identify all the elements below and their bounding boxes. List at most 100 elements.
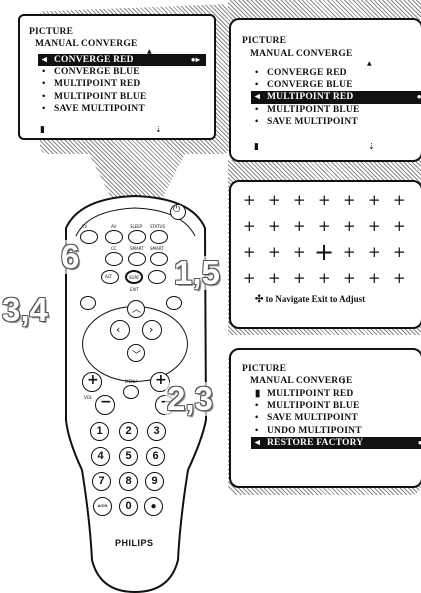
grid-cross: + [368,271,381,286]
callout-step-2-3: 2,3 [165,382,215,416]
label-vol: VOL [84,395,92,400]
alt-button[interactable]: ALT [101,270,119,284]
dpad-up-button[interactable]: ︿ [127,300,145,318]
grid-cross: + [268,193,281,208]
grid-cross: + [343,193,356,208]
clock-button[interactable] [80,296,96,310]
screen-1-item-1[interactable]: •CONVERGE BLUE [38,66,206,78]
screen-4-item-1[interactable]: •MULTIPOINT BLUE [251,400,421,412]
grid-cross: + [393,193,406,208]
plus-icon: + [87,372,99,388]
tv-button[interactable] [80,230,98,244]
number-button-9[interactable]: 9 [145,472,164,491]
surf-button[interactable]: SURF [125,270,143,284]
smart-picture-button[interactable] [150,252,168,266]
menu-select-button[interactable] [166,296,182,310]
screen-2-menu: •CONVERGE RED •CONVERGE BLUE ◂MULTIPOINT… [251,67,421,128]
power-icon: ⏻ [173,205,180,215]
menu-button[interactable] [123,385,139,399]
label-menu: MENU [125,379,137,384]
chevron-down-icon: ﹀ [132,348,141,361]
screen-1-item-3[interactable]: •MULTIPOINT BLUE [38,91,206,103]
left-arrow-icon: ◂ [255,91,260,103]
number-button-2[interactable]: 2 [119,422,138,441]
cc-button[interactable] [105,252,123,266]
label-tv: TV [82,224,87,229]
grid-cross: + [293,219,306,234]
dot-button[interactable]: ● [144,497,163,516]
sleep-button[interactable] [128,230,146,244]
grid-cross: + [393,219,406,234]
screen-2-item-4[interactable]: •SAVE MULTIPOINT [251,116,421,128]
grid-cross: + [268,219,281,234]
navigate-arrows-icon: ✣ [255,294,263,305]
left-arrow-icon: ◂ [42,54,47,66]
number-button-8[interactable]: 8 [119,472,138,491]
alternate-channel-button[interactable]: A/CH [93,497,112,516]
dot-icon: ● [150,501,156,512]
screen-4-item-0[interactable]: ▮MULTIPOINT RED [251,388,421,400]
number-button-3[interactable]: 3 [147,422,166,441]
screen-1-item-2[interactable]: •MULTIPOINT RED [38,78,206,90]
label-exit: EXIT [130,287,139,292]
dpad-right-button[interactable]: › [142,320,162,340]
grid-cross: + [293,271,306,286]
grid-cross: + [268,271,281,286]
label-smart-1: SMART [130,246,144,251]
number-button-6[interactable]: 6 [146,447,165,466]
number-button-5[interactable]: 5 [119,447,138,466]
screen-2-item-0[interactable]: •CONVERGE RED [251,67,421,79]
screen-1-menu: ◂CONVERGE RED●▸ •CONVERGE BLUE •MULTIPOI… [38,54,206,115]
smart-sound-button[interactable] [128,252,146,266]
bullet-icon: • [255,67,259,79]
dpad-left-button[interactable]: ‹ [110,320,130,340]
grid-cross: + [368,245,381,260]
bullet-icon: • [255,79,259,91]
grid-cross: + [243,193,256,208]
grid-cross: + [318,219,331,234]
grid-cross: + [393,271,406,286]
osd-screen-1: PICTURE MANUAL CONVERGE ▲ ◂CONVERGE RED●… [18,14,216,140]
screen-1-title: PICTURE [29,26,73,38]
screen-1-item-0[interactable]: ◂CONVERGE RED●▸ [38,54,206,66]
bullet-icon: • [255,412,259,424]
screen-1-scroll-down-icon: ⇣ [155,125,162,134]
chevron-right-icon: › [149,323,153,336]
screen-4-scroll-up-icon: ⇡ [340,377,347,386]
av-button[interactable] [105,230,123,244]
label-status: STATUS [150,224,165,229]
screen-4-item-2[interactable]: •SAVE MULTIPOINT [251,412,421,424]
hatched-arrow-beam [82,140,192,205]
bullet-icon: • [255,104,259,116]
screen-2-item-3[interactable]: •MULTIPOINT BLUE [251,104,421,116]
power-button[interactable]: ⏻ [170,204,186,220]
screen-4-item-3[interactable]: •UNDO MULTIPOINT [251,425,421,437]
label-smart-2: SMART [150,246,164,251]
chevron-left-icon: ‹ [116,323,120,336]
screen-2-scroll-bottom-icon: ▮ [254,142,259,152]
surf-label: SURF [129,275,140,280]
grid-center-cross: + [314,240,334,264]
number-button-1[interactable]: 1 [90,422,109,441]
aux-button[interactable] [148,270,166,284]
number-button-0[interactable]: 0 [119,497,138,516]
screen-1-item-4[interactable]: •SAVE MULTIPOINT [38,103,206,115]
vol-plus-button[interactable]: + [82,372,102,392]
status-button[interactable] [150,230,168,244]
grid-cross: + [368,219,381,234]
number-button-7[interactable]: 7 [92,472,111,491]
screen-4-item-4[interactable]: ◂RESTORE FACTORY●▸ [251,437,421,449]
bullet-icon: • [42,66,46,78]
callout-step-3-4: 3,4 [0,293,50,327]
grid-cross: + [393,245,406,260]
grid-cross: + [318,193,331,208]
screen-2-item-2[interactable]: ◂MULTIPOINT RED●▸ [251,91,421,103]
dpad-down-button[interactable]: ﹀ [127,344,145,362]
screen-4-title: PICTURE [242,363,286,375]
convergence-grid: ++++++++++++++++++++++++++++ [243,193,421,301]
number-button-4[interactable]: 4 [91,447,110,466]
vol-minus-button[interactable]: − [95,395,115,415]
screen-2-item-1[interactable]: •CONVERGE BLUE [251,79,421,91]
osd-screen-2: PICTURE MANUAL CONVERGE ▲ •CONVERGE RED … [229,18,421,162]
screen-2-cursor-mark: ▲ [367,60,372,67]
